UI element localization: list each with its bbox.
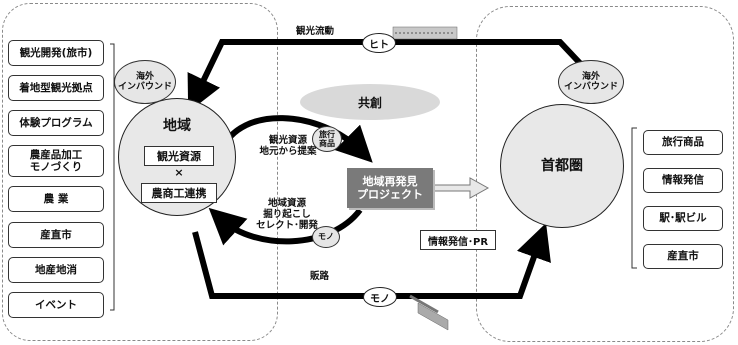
capital-title: 首都圏 — [541, 158, 583, 174]
right-item: 産直市 — [643, 244, 723, 269]
region-cross: × — [174, 166, 184, 179]
bottom-flow-tag: モノ — [363, 287, 397, 307]
left-bracket — [110, 43, 115, 311]
left-item: 着地型観光拠点 — [8, 75, 104, 101]
inbound-left-circle: 海外 インバウンド — [114, 60, 176, 104]
right-item: 旅行商品 — [643, 130, 723, 155]
top-flow-tag: ヒト — [362, 33, 396, 53]
right-item: 駅･駅ビル — [643, 206, 723, 231]
left-item: 地産地消 — [8, 257, 104, 283]
cycle-upper-text: 観光資源 地元から提案 — [259, 135, 317, 157]
inbound-right-circle: 海外 インバウンド — [558, 60, 624, 104]
left-item: 産直市 — [8, 222, 104, 248]
right-panel — [476, 6, 734, 342]
train-photo-icon-bottom — [417, 302, 449, 331]
cycle-lower-circle: モノ — [312, 226, 340, 248]
left-item: 体験プログラム — [8, 110, 104, 136]
left-item: 観光開発(旅市) — [8, 40, 104, 66]
left-item: イベント — [8, 292, 104, 318]
cycle-upper-circle: 旅行 商品 — [312, 126, 342, 152]
project-box: 地域再発見 プロジェクト — [347, 168, 433, 208]
top-flow-label: 観光流動 — [296, 26, 335, 37]
left-item: 農産品加工 モノづくり — [8, 145, 104, 177]
cycle-lower-text: 地域資源 掘り起こし セレクト･開発 — [256, 198, 318, 231]
kyoso-oval: 共創 — [300, 84, 440, 120]
left-item: 農 業 — [8, 186, 104, 212]
capital-circle — [500, 104, 624, 228]
region-box-tourism: 観光資源 — [144, 146, 214, 166]
project-arrow — [431, 177, 490, 199]
bottom-flow-label: 販路 — [310, 271, 330, 282]
right-item: 情報発信 — [643, 168, 723, 193]
info-pr-box: 情報発信･PR — [420, 230, 496, 250]
left-panel — [2, 3, 278, 341]
region-title: 地域 — [163, 118, 191, 134]
right-bracket — [631, 127, 637, 269]
region-box-agri: 農商工連携 — [141, 183, 217, 203]
cycle-lower-arrow — [208, 207, 363, 246]
